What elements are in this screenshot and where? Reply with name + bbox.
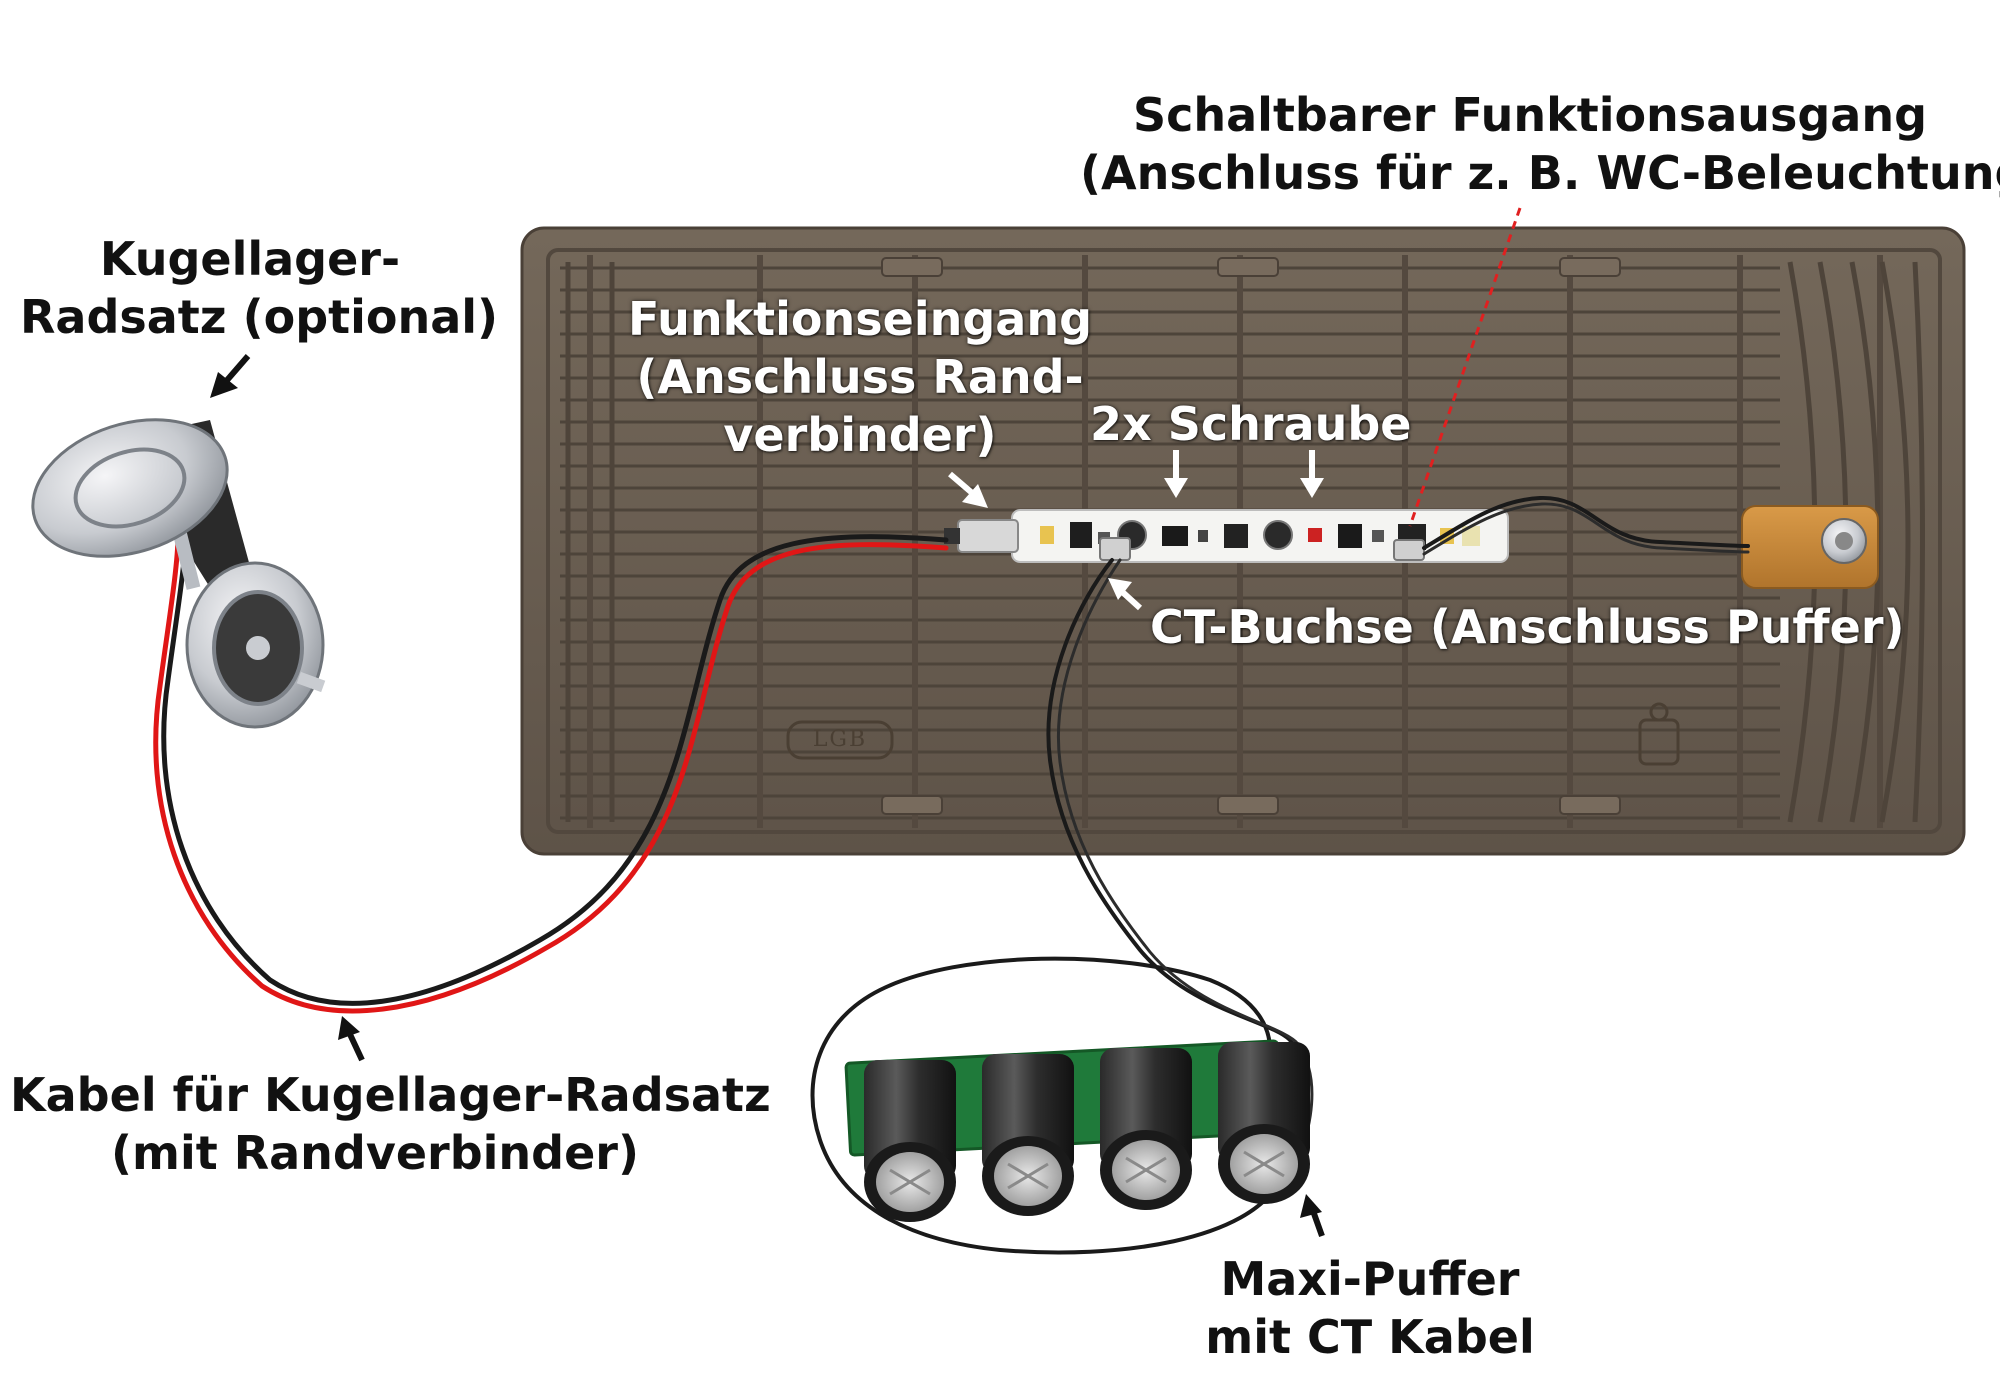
label-wheelset-cable: Kabel für Kugellager-Radsatz (mit Randve… bbox=[10, 1066, 771, 1182]
ct-cable-a bbox=[810, 558, 1308, 1255]
label-maxi-buffer-line2: mit CT Kabel bbox=[1205, 1310, 1535, 1364]
capacitor bbox=[1218, 1042, 1310, 1204]
plate-end-lines-left bbox=[565, 262, 615, 822]
pcb-input-connector bbox=[957, 519, 1019, 553]
lgb-mark-frame bbox=[786, 720, 894, 760]
decoder-pcb bbox=[944, 509, 1509, 563]
wires bbox=[153, 495, 1750, 1255]
function-output-cable-b bbox=[1422, 502, 1750, 556]
ct-cable-b bbox=[1057, 558, 1314, 1186]
label-maxi-buffer: Maxi-Puffer mit CT Kabel bbox=[1180, 1250, 1560, 1366]
wheelset-axle-stub bbox=[296, 671, 326, 693]
wheelset-wheel-top bbox=[31, 418, 229, 558]
label-function-input-line1: Funktionseingang bbox=[627, 292, 1093, 346]
label-switchable-function-output-line2: (Anschluss für z. B. WC-Beleuchtung) bbox=[1080, 146, 2000, 200]
function-output-cable bbox=[1422, 495, 1750, 550]
function-output-connector bbox=[1393, 539, 1425, 561]
plate-emblem bbox=[1638, 702, 1680, 766]
lgb-mark-text: LGB bbox=[812, 727, 868, 752]
label-function-input: Funktionseingang (Anschluss Rand- verbin… bbox=[620, 290, 1100, 464]
bracket-screw-center bbox=[1835, 532, 1853, 550]
label-ct-socket-text: CT-Buchse (Anschluss Puffer) bbox=[1150, 600, 1905, 654]
capacitor bbox=[982, 1054, 1074, 1216]
maxi-buffer-module bbox=[844, 1039, 1310, 1222]
ball-bearing-wheelset bbox=[31, 418, 326, 729]
floor-plate-inner-frame bbox=[546, 248, 1942, 834]
wheelset-hub-center bbox=[246, 636, 270, 660]
label-function-input-line3: verbinder) bbox=[723, 408, 997, 462]
label-wheelset-cable-line1: Kabel für Kugellager-Radsatz bbox=[10, 1068, 771, 1122]
label-wheelset-line2: Radsatz (optional) bbox=[20, 290, 499, 344]
label-ct-socket: CT-Buchse (Anschluss Puffer) bbox=[1150, 598, 1905, 656]
label-screws: 2x Schraube bbox=[1090, 395, 1412, 453]
wheelset-cable-black bbox=[161, 527, 949, 1006]
buffer-capacitors bbox=[864, 1042, 1310, 1222]
label-switchable-function-output: Schaltbarer Funktionsausgang (Anschluss … bbox=[1080, 86, 2000, 202]
arrow-screw-left bbox=[1164, 450, 1188, 498]
label-screws-text: 2x Schraube bbox=[1090, 397, 1412, 451]
capacitor bbox=[1100, 1048, 1192, 1210]
arrow-function-input bbox=[948, 471, 988, 508]
wheelset-cable-red bbox=[153, 533, 949, 1014]
arrow-maxi-buffer bbox=[1300, 1194, 1325, 1238]
label-switchable-function-output-line1: Schaltbarer Funktionsausgang bbox=[1132, 88, 1928, 142]
wheelset-wheel-top-rim bbox=[73, 447, 187, 529]
plate-tabs bbox=[881, 257, 1621, 815]
capacitor bbox=[864, 1060, 956, 1222]
buffer-bracket bbox=[1741, 505, 1879, 589]
arrow-ct-socket bbox=[1108, 578, 1143, 611]
arrow-screw-right bbox=[1300, 450, 1324, 498]
arrow-wheelset bbox=[210, 354, 251, 398]
label-wheelset: Kugellager- Radsatz (optional) bbox=[20, 230, 499, 346]
arrow-cable bbox=[338, 1016, 365, 1062]
ct-socket-connector bbox=[1099, 537, 1131, 561]
function-output-pointer bbox=[1408, 207, 1522, 527]
label-maxi-buffer-line1: Maxi-Puffer bbox=[1220, 1252, 1520, 1306]
label-wheelset-cable-line2: (mit Randverbinder) bbox=[110, 1126, 639, 1180]
arrows bbox=[210, 207, 1522, 1238]
pcb-components bbox=[1040, 520, 1480, 550]
label-wheelset-line1: Kugellager- bbox=[99, 232, 401, 286]
label-function-input-line2: (Anschluss Rand- bbox=[636, 350, 1084, 404]
